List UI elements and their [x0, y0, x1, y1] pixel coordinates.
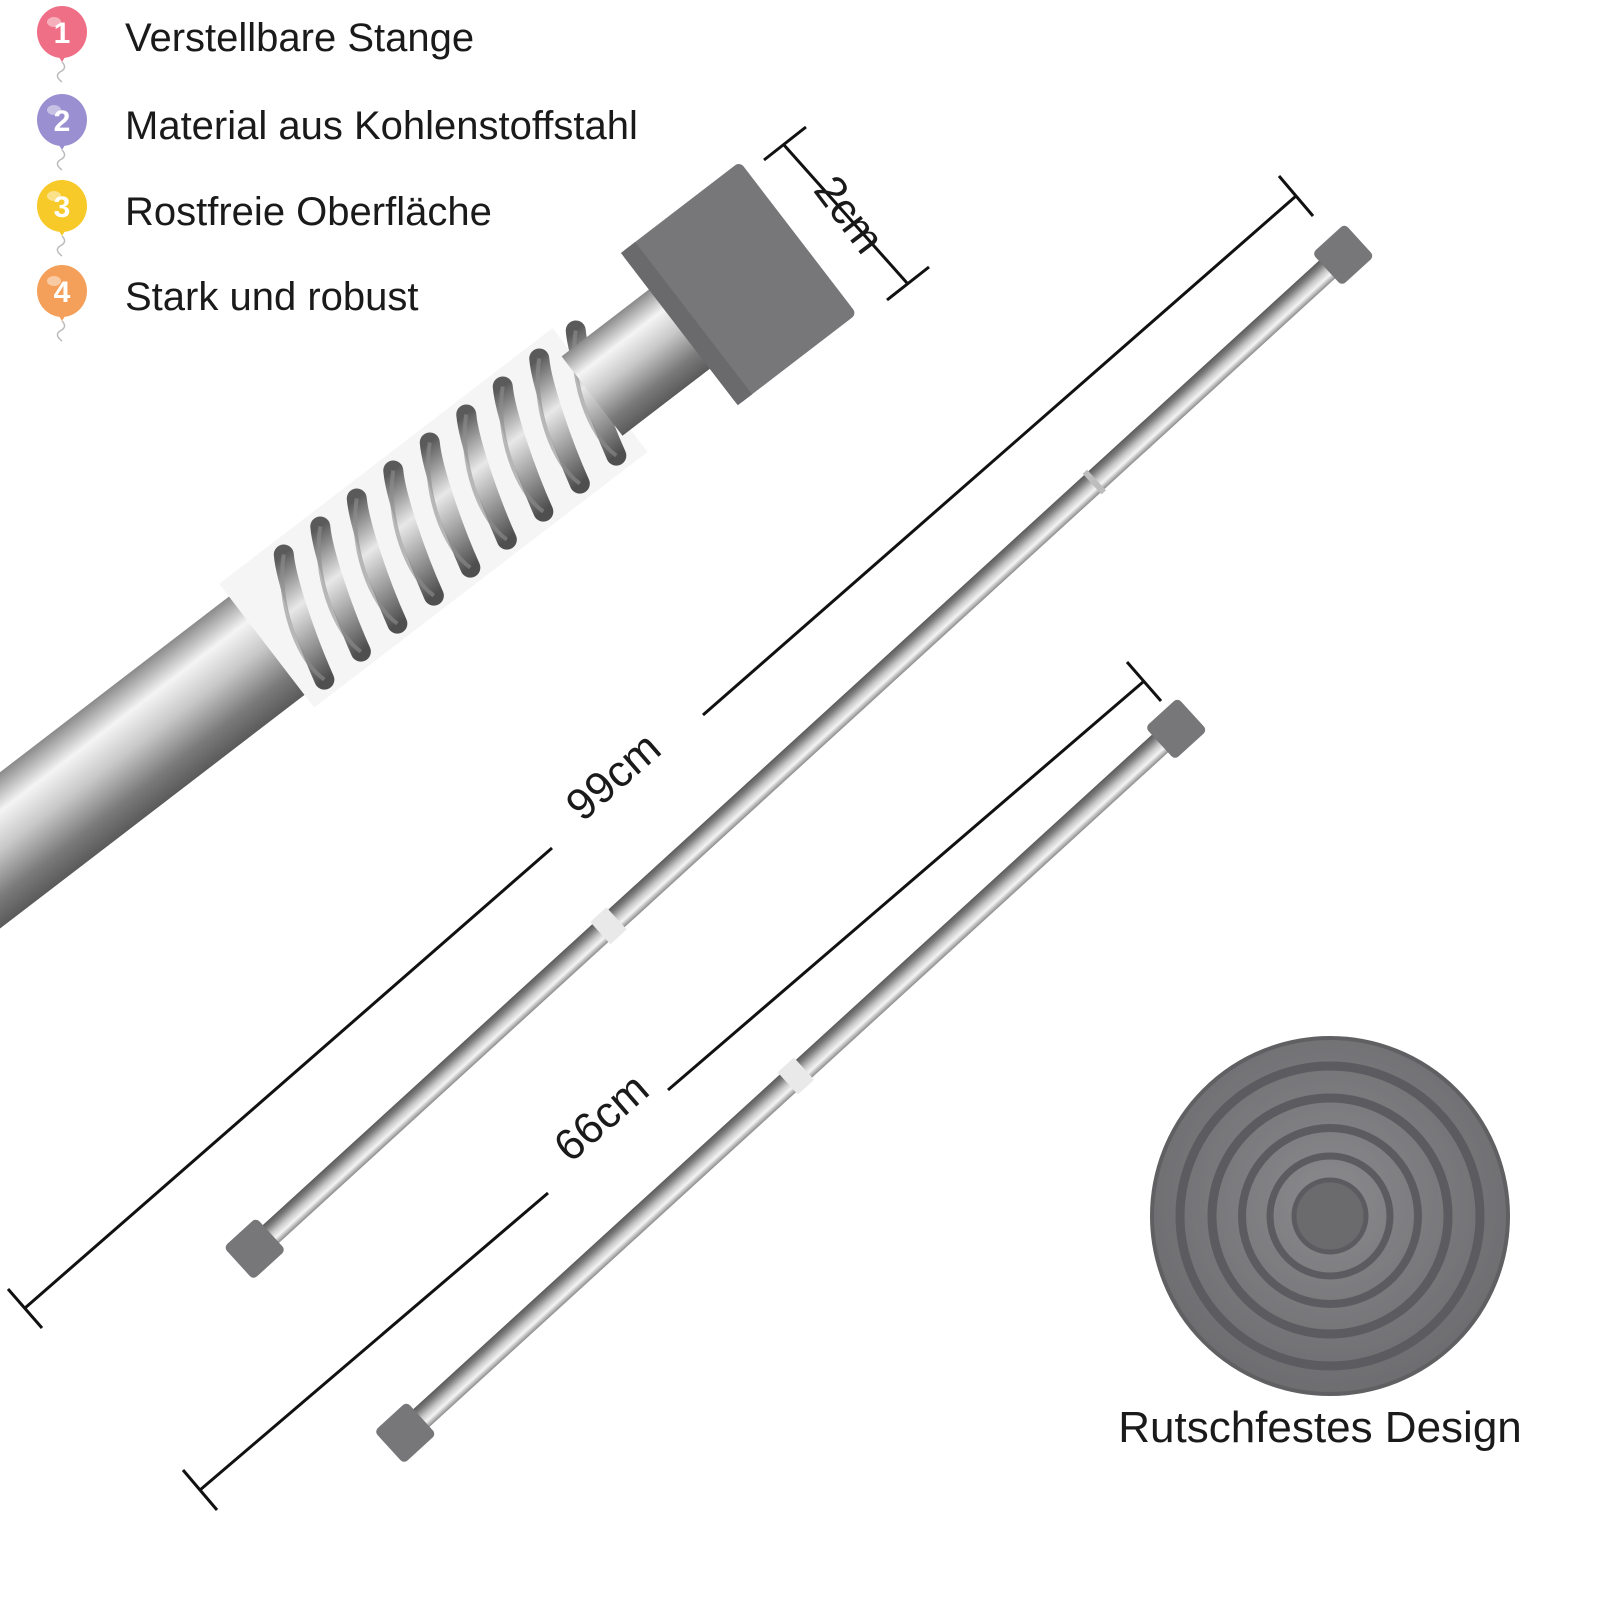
spring-coil-shadow [316, 526, 363, 654]
spring-coil-turn [492, 376, 554, 522]
short-rod-dimension [181, 661, 1163, 1511]
feature-label: Stark und robust [125, 275, 419, 319]
rubber-end-cap [623, 164, 855, 403]
spring-coil-shadow [353, 498, 399, 626]
anti-slip-caption: Rutschfestes Design [1118, 1403, 1522, 1452]
rod-long-end-cap-bottom [225, 1219, 284, 1278]
balloon-number-icon: 1 [37, 6, 87, 83]
spring-coil-turn [419, 432, 481, 578]
long-rod-dimension [6, 175, 1315, 1329]
spring-coil-shadow [499, 386, 545, 514]
rod-long [225, 225, 1373, 1278]
balloon-number-icon: 2 [37, 94, 87, 171]
spring-coil-turn [273, 544, 335, 690]
spring-coil-turn [383, 460, 444, 606]
feature-label: Verstellbare Stange [125, 16, 475, 60]
rod-short-end-cap-top [1147, 699, 1206, 758]
feature-item: 1 Verstellbare Stange [30, 4, 790, 84]
balloon-number: 2 [54, 105, 71, 138]
feature-label: Material aus Kohlenstoffstahl [125, 104, 638, 148]
spring-coil-shadow [462, 414, 509, 542]
spring-sleeve [219, 328, 648, 708]
balloon-number: 3 [54, 191, 71, 224]
balloon-number: 4 [54, 276, 71, 309]
feature-item: 4 Stark und robust [30, 263, 790, 343]
rod-short-end-cap-bottom [376, 1403, 435, 1462]
spring-coil-turn [529, 348, 590, 494]
feature-item: 3 Rostfreie Oberfläche [30, 178, 790, 258]
spring-coil-shadow [535, 358, 582, 486]
steel-tube-lower [0, 596, 305, 975]
spring-coil-shadow [280, 554, 326, 682]
spring-coil-shadow [572, 330, 618, 458]
balloon-number-icon: 4 [37, 265, 87, 342]
rod-long-end-cap-top [1314, 225, 1373, 284]
spring-coil-shadow [389, 470, 436, 598]
rod-closeup [0, 164, 855, 975]
balloon-number-icon: 3 [37, 180, 87, 257]
rod-short [376, 699, 1206, 1462]
spring-coil-turn [346, 488, 408, 634]
diameter-dimension [763, 125, 930, 302]
feature-item: 2 Material aus Kohlenstoffstahl [30, 92, 790, 172]
feature-label: Rostfreie Oberfläche [125, 190, 492, 234]
spring-coil-turn [310, 516, 371, 662]
balloon-number: 1 [54, 17, 71, 50]
anti-slip-pad [1150, 1036, 1510, 1396]
spring-coil-shadow [426, 442, 472, 570]
spring-coil-turn [456, 404, 517, 550]
